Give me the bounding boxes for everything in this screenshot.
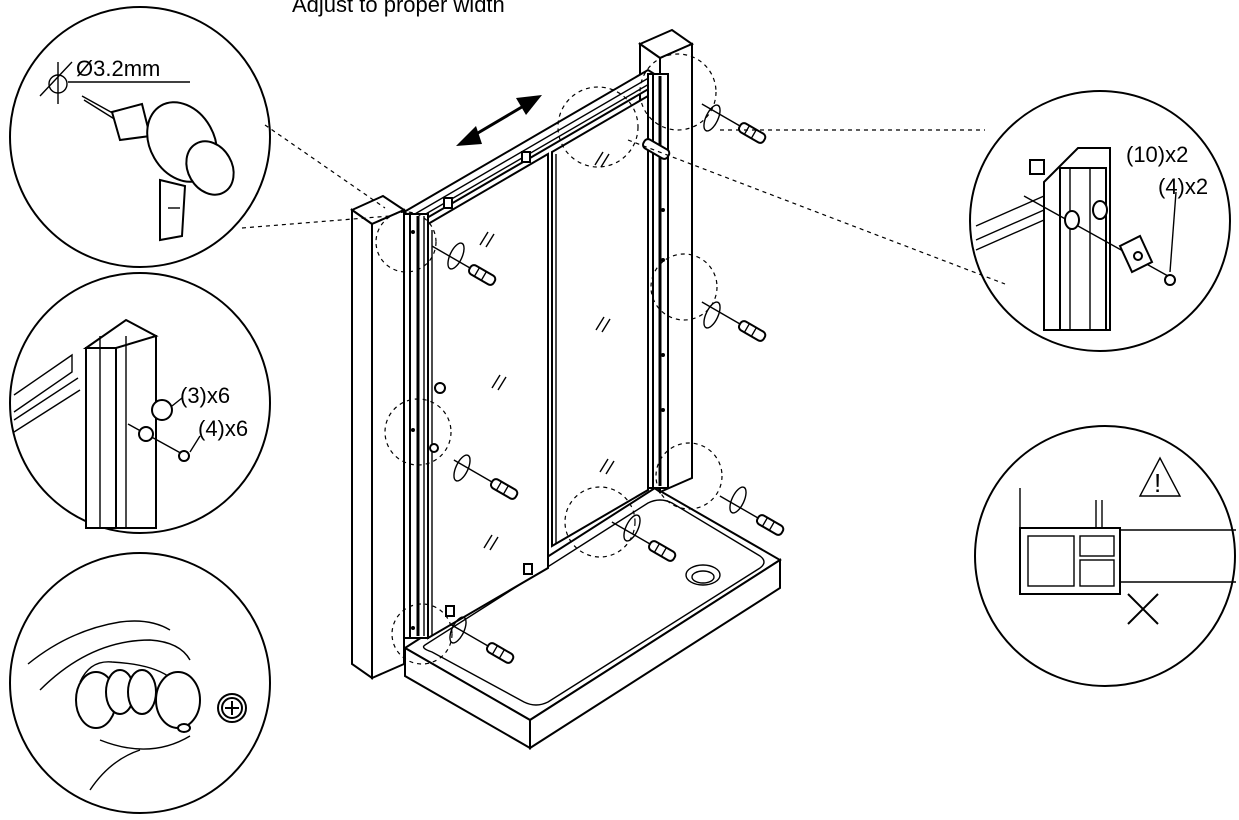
- glass-reflection-marks: [479, 151, 615, 551]
- shower-enclosure: [241, 28, 1006, 750]
- bit-diameter-symbol: [39, 61, 190, 104]
- rail-end-detail: [975, 147, 1111, 331]
- warning-exclamation: !: [1154, 468, 1161, 498]
- double-arrow-icon: [456, 95, 542, 146]
- left-profile: [403, 213, 429, 639]
- diagram-title: Adjust to proper width: [292, 0, 505, 17]
- right-profile: [647, 73, 669, 489]
- drain-hole: [685, 564, 721, 586]
- profile-section-detail: [13, 318, 159, 529]
- drill-callout: Ø3.2mm: [9, 6, 271, 268]
- cross-mark-icon: [1127, 593, 1159, 625]
- screw-cap-icon: [217, 693, 247, 723]
- profile-screw-holes: [411, 208, 665, 630]
- cap-press-callout: [9, 552, 271, 814]
- callout-leader-lines: [241, 124, 1006, 285]
- door-brackets: [429, 151, 533, 617]
- fixed-glass-panel: [427, 152, 549, 640]
- left-profile-callout: (3)x6 (4)x6: [9, 272, 271, 534]
- drill-bit-size: Ø3.2mm: [76, 56, 160, 81]
- sliding-glass-door: [551, 94, 649, 548]
- screw-cap-parts: [127, 397, 201, 462]
- rotation-marks: [447, 104, 747, 644]
- screw-quantity-label: (4)x6: [198, 416, 248, 441]
- drill-icon: [81, 95, 235, 242]
- profile-cross-section: [1019, 488, 1236, 595]
- hand-icon: [27, 620, 201, 791]
- bracket-parts: [1023, 191, 1177, 286]
- bracket-quantity-label: (10)x2: [1126, 142, 1188, 167]
- left-wall-post: [349, 194, 407, 680]
- warning-callout: !: [974, 425, 1236, 687]
- screw-quantity-label-right: (4)x2: [1158, 174, 1208, 199]
- screwdriver-icon: [431, 103, 785, 664]
- top-rail-callout: (10)x2 (4)x2: [969, 90, 1231, 352]
- cap-quantity-label: (3)x6: [180, 383, 230, 408]
- warning-triangle-icon: !: [1138, 456, 1182, 498]
- detail-highlight-circles: [375, 53, 723, 665]
- shower-tray: [403, 486, 782, 750]
